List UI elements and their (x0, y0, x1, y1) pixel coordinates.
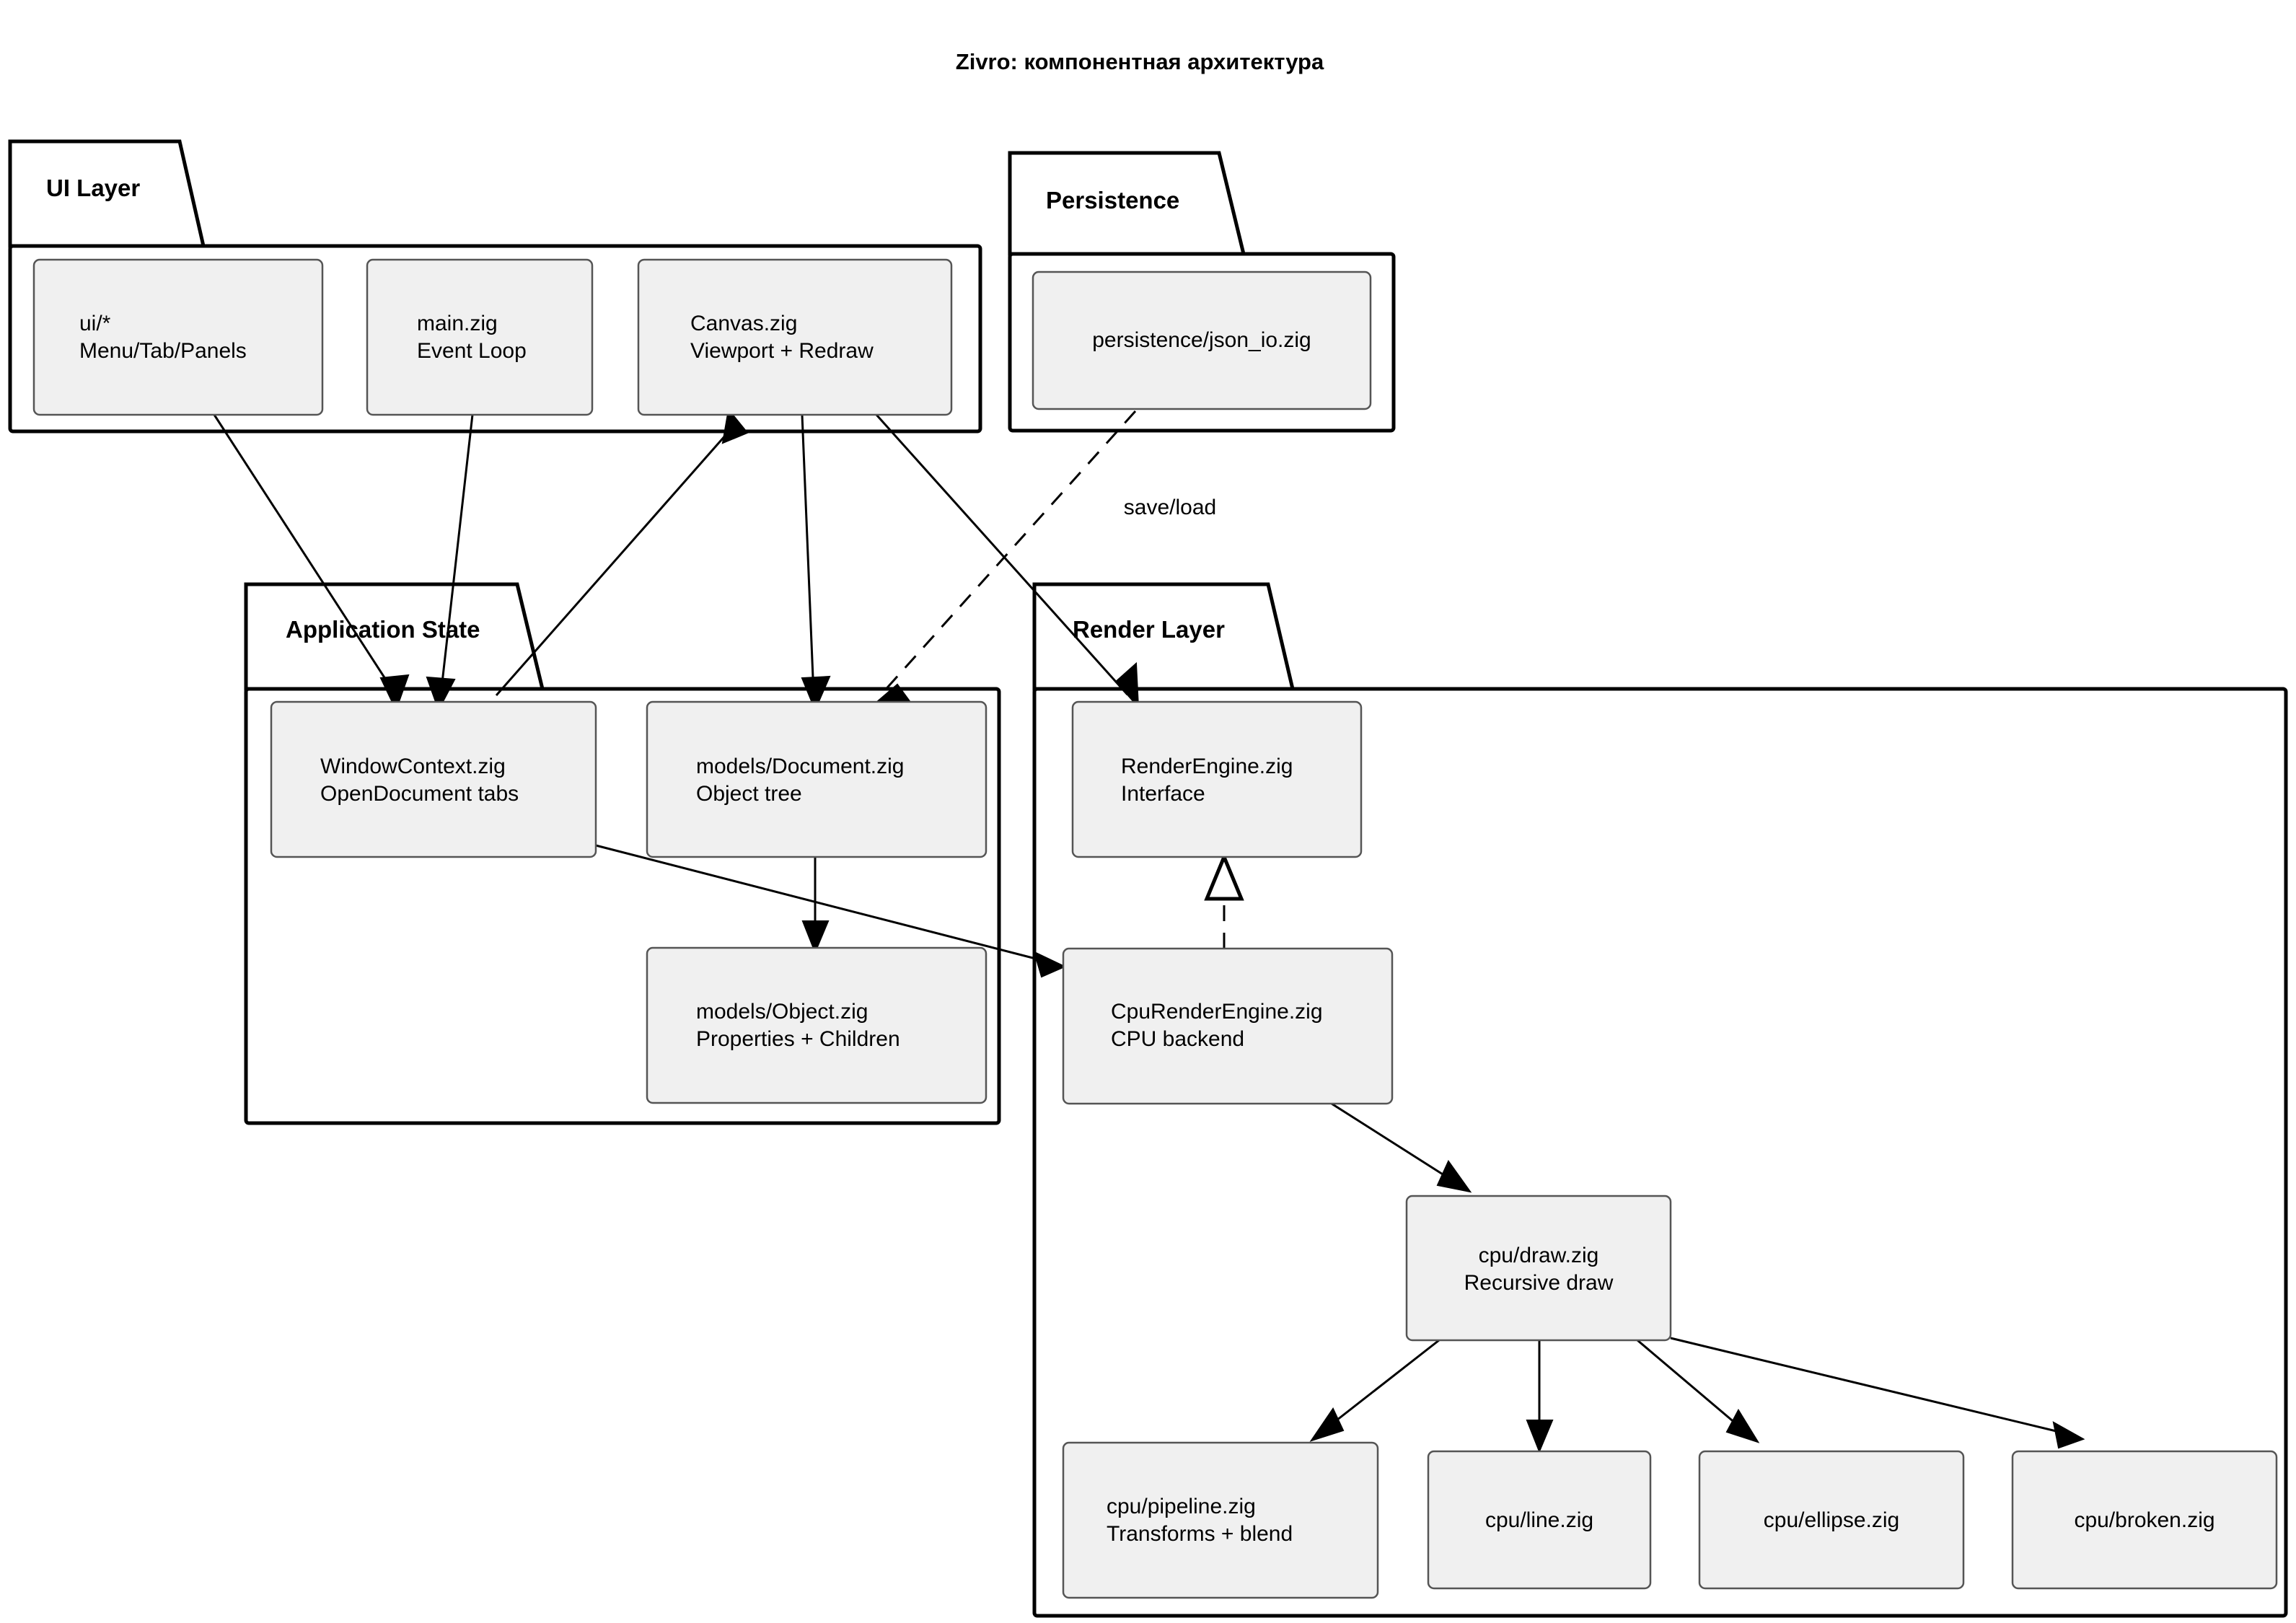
node-box-cpu-line (1427, 1450, 1652, 1590)
node-line-cpu-pipeline-2: Transforms + blend (1107, 1522, 1293, 1546)
node-ui-star[interactable]: ui/* Menu/Tab/Panels (32, 258, 324, 416)
edge-ui-to-windowcontext (213, 414, 410, 712)
page-title: Zivro: компонентная архитектура (956, 49, 1324, 74)
node-cpu-ellipse[interactable]: cpu/ellipse.zig (1698, 1450, 1965, 1590)
node-cpu-pipeline[interactable]: cpu/pipeline.zig Transforms + blend (1062, 1441, 1379, 1599)
edge-cpurender-to-draw (1331, 1102, 1472, 1193)
node-line-render-engine-1: RenderEngine.zig (1121, 755, 1293, 778)
node-models-document[interactable]: models/Document.zig Object tree (646, 700, 988, 858)
edge-draw-to-line (1526, 1340, 1554, 1453)
node-cpu-draw[interactable]: cpu/draw.zig Recursive draw (1405, 1195, 1672, 1342)
package-render-layer[interactable]: Render Layer (1032, 582, 2288, 1618)
node-line-cpu-render-engine-1: CpuRenderEngine.zig (1111, 1000, 1323, 1024)
edge-draw-to-broken (1670, 1337, 2085, 1449)
node-line-models-document-1: models/Document.zig (696, 755, 904, 778)
node-line-cpu-line-1: cpu/line.zig (1485, 1508, 1593, 1532)
node-line-cpu-draw-2: Recursive draw (1464, 1271, 1614, 1295)
node-box-ui-star (32, 258, 324, 416)
node-box-window-context (270, 700, 597, 858)
package-label-render-layer: Render Layer (1073, 616, 1225, 643)
node-box-render-engine (1071, 700, 1363, 858)
node-line-cpu-pipeline-1: cpu/pipeline.zig (1107, 1495, 1256, 1518)
node-line-models-object-1: models/Object.zig (696, 1000, 868, 1024)
node-box-cpu-ellipse (1698, 1450, 1965, 1590)
node-box-main-zig (366, 258, 594, 416)
edge-main-to-windowcontext (426, 414, 474, 712)
edge-draw-to-ellipse (1637, 1339, 1760, 1443)
node-line-ui-star-1: ui/* (79, 312, 111, 335)
node-line-cpu-broken-1: cpu/broken.zig (2074, 1508, 2214, 1532)
node-cpu-line[interactable]: cpu/line.zig (1427, 1450, 1652, 1590)
node-canvas-zig[interactable]: Canvas.zig Viewport + Redraw (637, 258, 953, 416)
package-label-application-state: Application State (286, 616, 480, 643)
node-box-cpu-draw (1405, 1195, 1672, 1342)
node-line-canvas-zig-1: Canvas.zig (690, 312, 797, 335)
node-line-models-document-2: Object tree (696, 782, 802, 806)
node-line-render-engine-2: Interface (1121, 782, 1205, 806)
node-line-models-object-2: Properties + Children (696, 1027, 900, 1051)
node-main-zig[interactable]: main.zig Event Loop (366, 258, 594, 416)
edge-canvas-to-document (801, 414, 831, 712)
node-line-cpu-draw-1: cpu/draw.zig (1479, 1244, 1599, 1267)
node-box-cpu-broken (2011, 1450, 2278, 1590)
node-line-window-context-1: WindowContext.zig (320, 755, 506, 778)
node-line-main-zig-1: main.zig (417, 312, 498, 335)
node-box-json-io (1032, 270, 1372, 410)
node-box-cpu-render-engine (1062, 947, 1394, 1105)
package-body-render-layer (1032, 687, 2288, 1618)
node-render-engine[interactable]: RenderEngine.zig Interface (1071, 700, 1363, 858)
node-cpu-broken[interactable]: cpu/broken.zig (2011, 1450, 2278, 1590)
edge-canvas-to-renderengine (875, 413, 1140, 709)
package-label-persistence: Persistence (1046, 187, 1179, 214)
node-box-cpu-pipeline (1062, 1441, 1379, 1599)
node-box-canvas-zig (637, 258, 953, 416)
node-cpu-render-engine[interactable]: CpuRenderEngine.zig CPU backend (1062, 947, 1394, 1105)
node-line-json-io-1: persistence/json_io.zig (1092, 328, 1311, 352)
node-line-canvas-zig-2: Viewport + Redraw (690, 339, 874, 363)
node-json-io[interactable]: persistence/json_io.zig (1032, 270, 1372, 410)
node-line-main-zig-2: Event Loop (417, 339, 527, 363)
edge-draw-to-pipeline (1309, 1339, 1440, 1442)
node-line-cpu-ellipse-1: cpu/ellipse.zig (1764, 1508, 1899, 1532)
node-box-models-object (646, 946, 988, 1104)
edge-cpurender-realizes-renderengine (1204, 852, 1244, 949)
node-window-context[interactable]: WindowContext.zig OpenDocument tabs (270, 700, 597, 858)
node-line-window-context-2: OpenDocument tabs (320, 782, 519, 806)
node-line-cpu-render-engine-2: CPU backend (1111, 1027, 1244, 1051)
edge-windowcontext-to-cpurender (595, 844, 1067, 978)
node-models-object[interactable]: models/Object.zig Properties + Children (646, 946, 988, 1104)
edge-label-save-load: save/load (1124, 496, 1216, 519)
package-label-ui-layer: UI Layer (46, 175, 140, 201)
edge-jsonio-to-document: save/load (871, 410, 1216, 708)
edge-windowcontext-to-canvas (495, 408, 749, 696)
node-box-models-document (646, 700, 988, 858)
edge-document-to-object (801, 857, 830, 954)
node-line-ui-star-2: Menu/Tab/Panels (79, 339, 247, 363)
